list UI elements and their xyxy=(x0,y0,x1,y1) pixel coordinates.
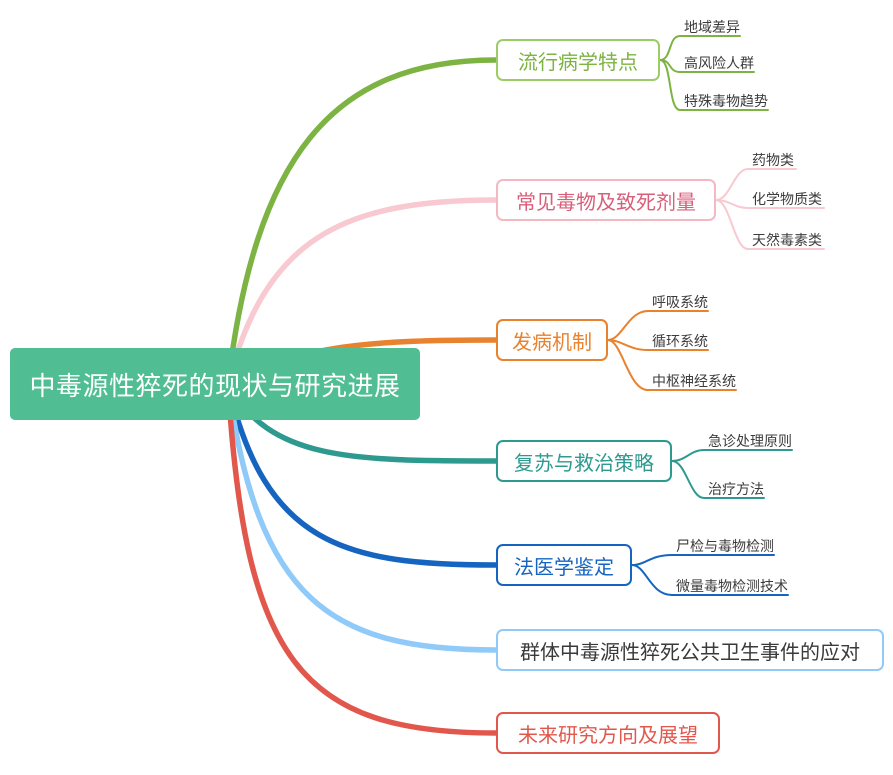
branch-node-pathogenesis[interactable]: 发病机制 xyxy=(496,319,608,361)
child-connector-4-2 xyxy=(671,460,765,499)
child-node-respiratory-system[interactable]: 呼吸系统 xyxy=(652,294,708,310)
child-node-drug-class[interactable]: 药物类 xyxy=(752,152,794,168)
child-connector-4-1 xyxy=(671,449,793,462)
branch-curve-epidemiology xyxy=(225,57,499,387)
child-node-central-nervous-system[interactable]: 中枢神经系统 xyxy=(652,373,736,389)
child-node-special-toxin-trends[interactable]: 特殊毒物趋势 xyxy=(684,93,768,109)
child-node-high-risk-groups[interactable]: 高风险人群 xyxy=(684,55,754,71)
child-connector-5-1 xyxy=(631,554,775,566)
branch-node-forensics[interactable]: 法医学鉴定 xyxy=(496,544,632,586)
branch-node-toxins-dosage[interactable]: 常见毒物及致死剂量 xyxy=(496,179,716,221)
child-node-natural-toxin-class[interactable]: 天然毒素类 xyxy=(752,232,822,248)
child-connector-3-1 xyxy=(607,310,709,341)
child-connector-1-3 xyxy=(659,59,769,111)
child-node-chemical-class[interactable]: 化学物质类 xyxy=(752,191,822,207)
child-connector-5-2 xyxy=(631,564,789,596)
child-connector-2-3 xyxy=(715,199,825,250)
branch-node-future-research[interactable]: 未来研究方向及展望 xyxy=(496,712,720,754)
child-node-trace-toxin-detection-tech[interactable]: 微量毒物检测技术 xyxy=(676,578,788,594)
branch-node-resuscitation[interactable]: 复苏与救治策略 xyxy=(496,440,672,482)
child-connector-3-3 xyxy=(607,339,737,391)
root-topic-node[interactable]: 中毒源性猝死的现状与研究进展 xyxy=(10,348,420,420)
child-node-regional-differences[interactable]: 地域差异 xyxy=(684,19,740,35)
branch-curve-future-research xyxy=(225,381,499,736)
branch-curve-toxins-dosage xyxy=(225,197,499,387)
child-node-autopsy-toxin-detection[interactable]: 尸检与毒物检测 xyxy=(676,538,774,554)
branch-node-epidemiology[interactable]: 流行病学特点 xyxy=(496,39,660,81)
branch-curve-public-health xyxy=(225,381,499,653)
child-connector-1-1 xyxy=(659,35,741,61)
child-node-emergency-principles[interactable]: 急诊处理原则 xyxy=(708,433,792,449)
child-node-treatment-methods[interactable]: 治疗方法 xyxy=(708,481,764,497)
branch-node-public-health[interactable]: 群体中毒源性猝死公共卫生事件的应对 xyxy=(496,629,884,671)
branch-curve-forensics xyxy=(225,381,499,568)
child-connector-2-1 xyxy=(715,168,797,201)
child-node-circulatory-system[interactable]: 循环系统 xyxy=(652,333,708,349)
